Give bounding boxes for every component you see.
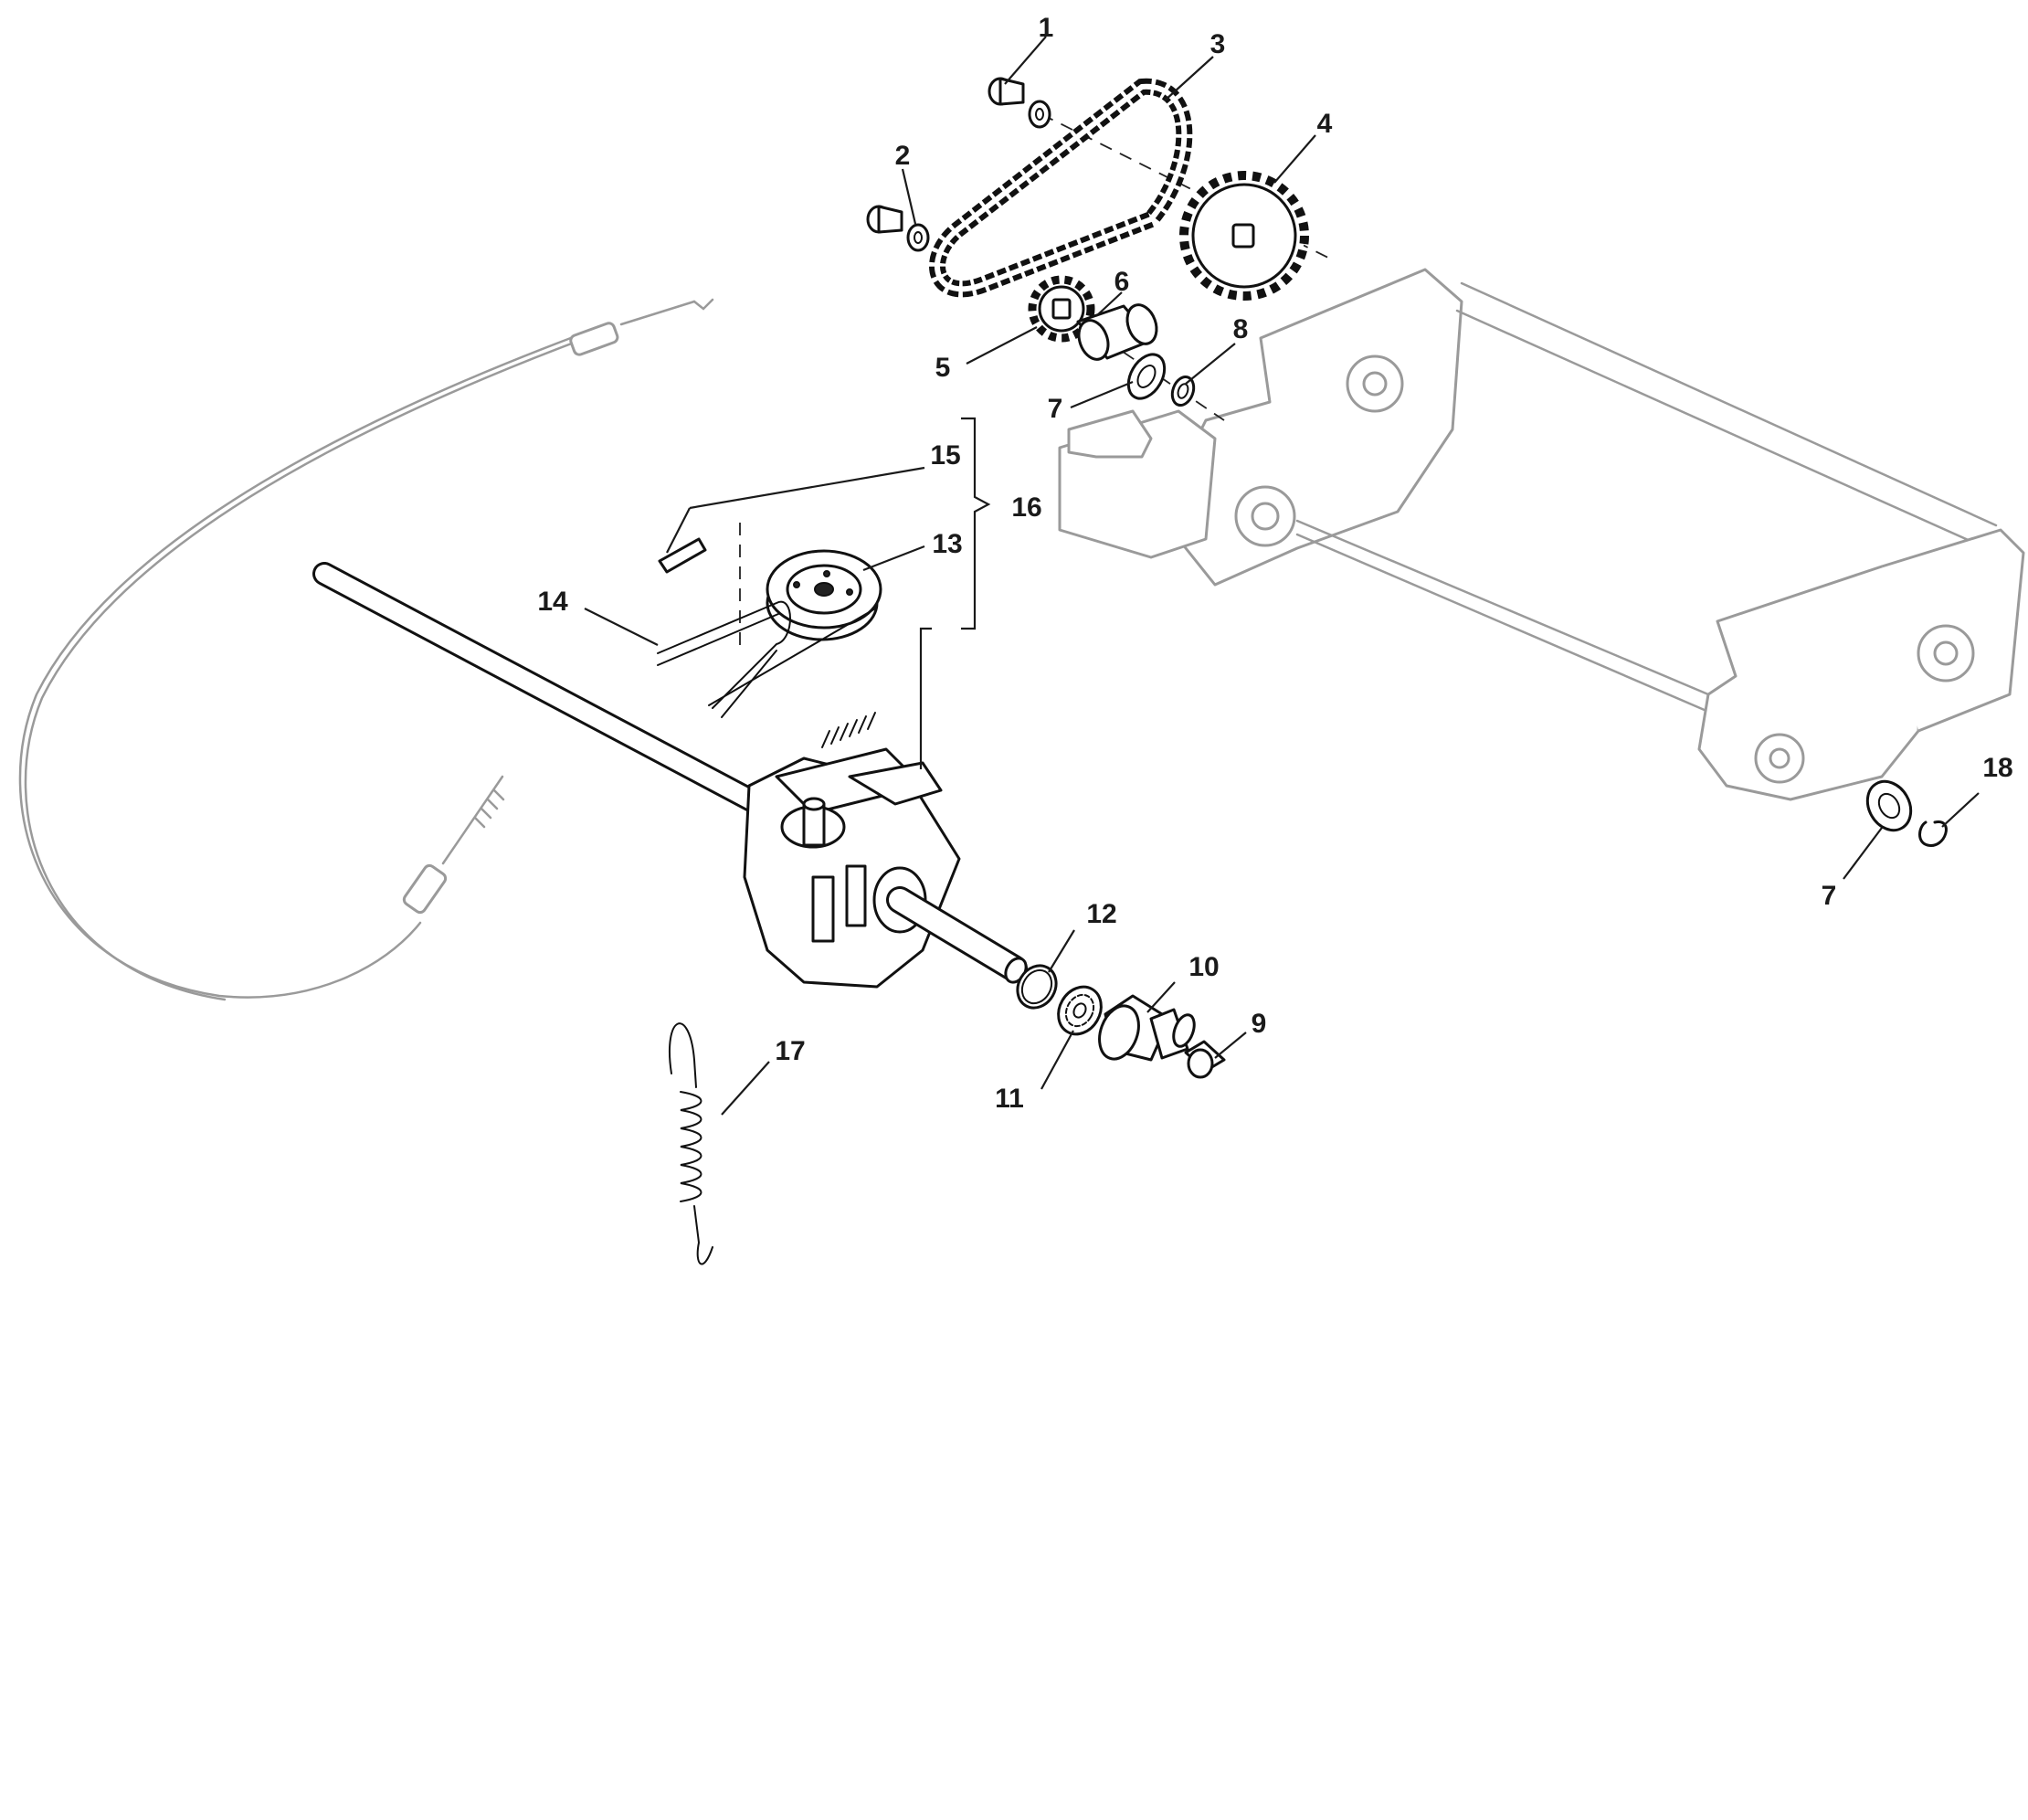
leader-15 — [689, 466, 925, 510]
callout-12: 12 — [1086, 899, 1116, 929]
callout-15: 15 — [930, 440, 960, 471]
part-6-bushing — [1076, 303, 1158, 361]
callout-7-upper: 7 — [1048, 394, 1063, 424]
gearbox-assembly — [312, 562, 1028, 989]
leader-8 — [1185, 343, 1236, 385]
part-15-pin — [658, 537, 707, 574]
part-14-belt — [657, 600, 878, 718]
callout-17: 17 — [775, 1036, 805, 1066]
part-17-spring — [668, 1022, 713, 1265]
part-12-circlip-inner — [1020, 968, 1053, 1005]
callout-4: 4 — [1317, 109, 1333, 139]
leader-5 — [966, 326, 1038, 365]
leader-13 — [862, 545, 925, 572]
callout-11: 11 — [995, 1084, 1024, 1114]
part-7-washer-lower-hole — [1877, 792, 1901, 820]
part-7-washer-upper — [1126, 353, 1167, 400]
callout-8: 8 — [1233, 314, 1249, 344]
leader-18 — [1941, 792, 1980, 828]
leader-17 — [721, 1061, 770, 1116]
leader-2 — [901, 168, 917, 225]
part-7-washer-lower — [1865, 779, 1913, 832]
part-7-washer-upper-hole — [1136, 365, 1157, 388]
part-4-large-sprocket — [1179, 171, 1309, 301]
part-11-bearing — [1057, 985, 1103, 1036]
callout-13: 13 — [932, 529, 962, 559]
leader-7b — [1843, 827, 1883, 880]
leader-14 — [584, 608, 659, 646]
leader-3 — [1164, 56, 1214, 101]
drive-cable — [18, 298, 714, 1001]
callout-1: 1 — [1039, 13, 1054, 43]
leader-10 — [1146, 981, 1176, 1013]
part-13-pulley — [766, 549, 882, 641]
callout-9: 9 — [1252, 1009, 1267, 1039]
group-bracket-16 — [919, 417, 991, 769]
callout-7-lower: 7 — [1822, 881, 1837, 911]
callout-2: 2 — [895, 141, 911, 171]
callout-3: 3 — [1210, 29, 1226, 59]
part-8-ring — [1170, 376, 1196, 407]
leader-15b — [666, 507, 691, 554]
leader-4 — [1273, 134, 1316, 184]
part-1-screw — [988, 77, 1051, 129]
callout-14: 14 — [537, 587, 568, 617]
callout-18: 18 — [1982, 753, 2012, 783]
callout-6: 6 — [1114, 267, 1130, 297]
part-10-pinion — [1098, 994, 1196, 1062]
callout-16: 16 — [1011, 492, 1041, 523]
callout-5: 5 — [935, 353, 951, 383]
part-8-ring-hole — [1177, 383, 1189, 399]
part-9-cap — [1184, 1040, 1226, 1079]
leader-6 — [1095, 291, 1123, 317]
roller-frame — [1058, 268, 2025, 801]
leader-9 — [1214, 1032, 1247, 1059]
leader-11 — [1040, 1030, 1074, 1090]
leader-7a — [1070, 380, 1134, 409]
leader-1 — [1004, 36, 1047, 85]
leader-12 — [1048, 929, 1075, 973]
callout-10: 10 — [1188, 952, 1219, 982]
part-3-chain — [929, 78, 1193, 298]
part-5-small-sprocket — [1028, 275, 1095, 343]
part-2-screw — [866, 205, 930, 252]
